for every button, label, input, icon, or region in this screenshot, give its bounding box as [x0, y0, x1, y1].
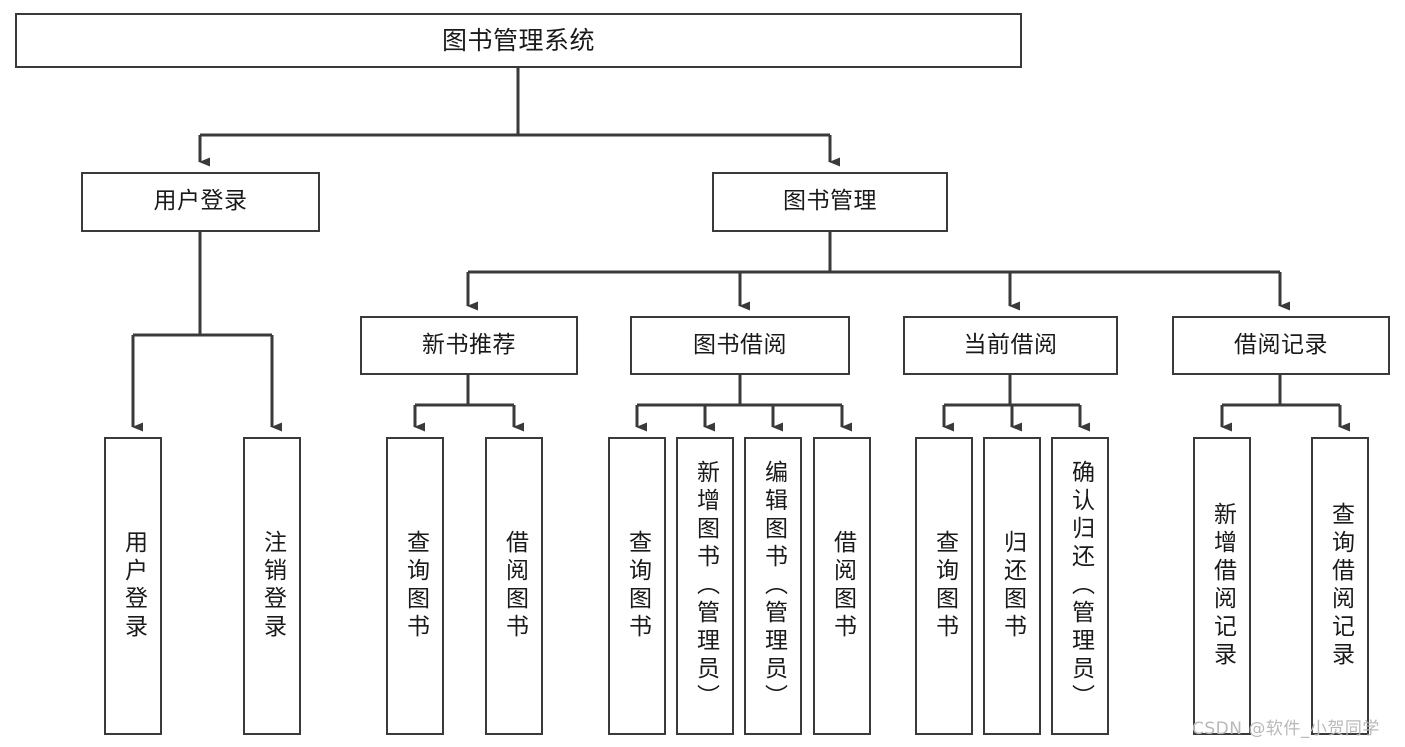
- node-label: 新书推荐: [422, 331, 516, 358]
- node-user-login[interactable]: 用户登录: [81, 172, 320, 232]
- node-new-book-recommendation[interactable]: 新书推荐: [360, 316, 578, 375]
- node-book-borrowing[interactable]: 图书借阅: [630, 316, 850, 375]
- node-label: 查询图书: [624, 530, 651, 642]
- node-label: 新增图书（管理员）: [692, 460, 719, 712]
- leaf-user-login[interactable]: 用户登录: [104, 437, 162, 735]
- leaf-confirm-return-admin[interactable]: 确认归还（管理员）: [1051, 437, 1109, 735]
- leaf-query-book-current[interactable]: 查询图书: [915, 437, 973, 735]
- node-label: 查询借阅记录: [1327, 502, 1354, 670]
- leaf-add-book-admin[interactable]: 新增图书（管理员）: [676, 437, 734, 735]
- node-current-borrowing[interactable]: 当前借阅: [903, 316, 1118, 375]
- leaf-edit-book-admin[interactable]: 编辑图书（管理员）: [744, 437, 802, 735]
- node-label: 用户登录: [120, 530, 147, 642]
- node-label: 查询图书: [931, 530, 958, 642]
- leaf-return-book[interactable]: 归还图书: [983, 437, 1041, 735]
- node-label: 查询图书: [402, 530, 429, 642]
- node-label: 当前借阅: [963, 331, 1058, 358]
- leaf-query-borrow-record[interactable]: 查询借阅记录: [1311, 437, 1369, 735]
- node-label: 图书管理: [783, 188, 877, 215]
- node-label: 新增借阅记录: [1209, 502, 1236, 670]
- node-label: 图书借阅: [693, 331, 787, 358]
- node-label: 借阅记录: [1234, 331, 1328, 358]
- node-borrowing-record[interactable]: 借阅记录: [1172, 316, 1390, 375]
- leaf-borrow-book-new[interactable]: 借阅图书: [485, 437, 543, 735]
- node-label: 编辑图书（管理员）: [760, 460, 787, 712]
- node-label: 确认归还（管理员）: [1067, 460, 1094, 712]
- node-label: 用户登录: [153, 188, 248, 215]
- leaf-query-book-new[interactable]: 查询图书: [386, 437, 444, 735]
- node-book-management[interactable]: 图书管理: [712, 172, 948, 232]
- node-root-library-management-system[interactable]: 图书管理系统: [15, 13, 1022, 68]
- leaf-query-book-borrow[interactable]: 查询图书: [608, 437, 666, 735]
- node-label: 借阅图书: [501, 530, 528, 642]
- node-label: 归还图书: [999, 530, 1026, 642]
- leaf-borrow-book[interactable]: 借阅图书: [813, 437, 871, 735]
- node-label: 图书管理系统: [441, 25, 595, 55]
- leaf-add-borrow-record[interactable]: 新增借阅记录: [1193, 437, 1251, 735]
- node-label: 借阅图书: [829, 530, 856, 642]
- node-label: 注销登录: [259, 530, 286, 642]
- leaf-logout[interactable]: 注销登录: [243, 437, 301, 735]
